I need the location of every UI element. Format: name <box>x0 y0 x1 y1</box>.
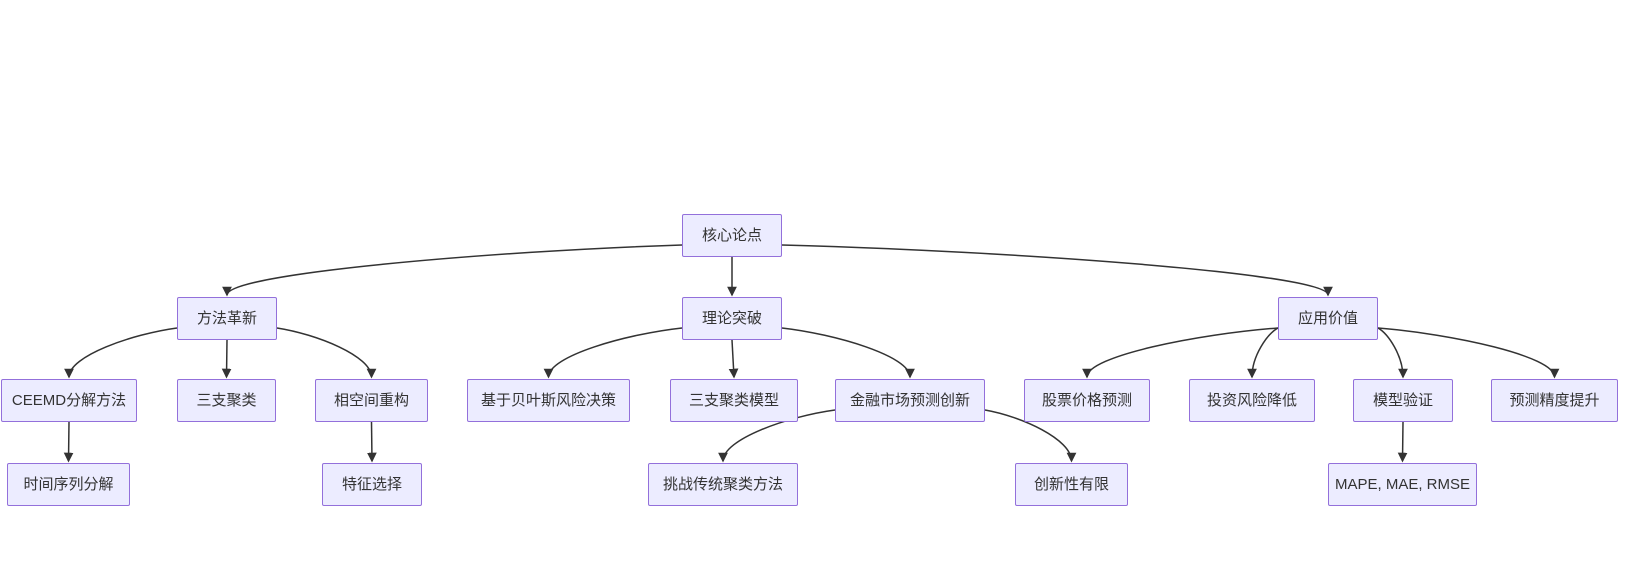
node-method-innovation: 方法革新 <box>177 297 277 340</box>
node-label: 方法革新 <box>196 309 257 327</box>
node-label: 投资风险降低 <box>1206 391 1297 409</box>
node-label: 金融市场预测创新 <box>849 391 970 409</box>
node-label: 模型验证 <box>1372 391 1433 409</box>
edge-theory-breakthrough--bayesian-risk-decision <box>543 327 683 379</box>
edge-theory-breakthrough--three-way-clustering-model <box>728 339 739 379</box>
edge-application-value--model-validation <box>1377 327 1408 379</box>
node-application-value: 应用价值 <box>1278 297 1378 340</box>
node-feature-selection: 特征选择 <box>322 463 422 506</box>
edge-method-innovation--three-way-clustering <box>221 339 232 379</box>
edge-ceemd-decomposition--time-series-decomposition <box>63 421 74 463</box>
edge-phase-space-reconstruction--feature-selection <box>367 421 377 463</box>
node-label: 基于贝叶斯风险决策 <box>480 391 616 409</box>
node-ceemd-decomposition: CEEMD分解方法 <box>1 379 137 422</box>
node-evaluation-metrics: MAPE, MAE, RMSE <box>1328 463 1477 506</box>
edge-theory-breakthrough--financial-market-forecast-innovation <box>781 327 915 379</box>
node-theory-breakthrough: 理论突破 <box>682 297 782 340</box>
node-label: 预测精度提升 <box>1509 391 1600 409</box>
node-forecast-accuracy-improvement: 预测精度提升 <box>1491 379 1618 422</box>
node-financial-market-forecast-innovation: 金融市场预测创新 <box>835 379 985 422</box>
node-label: 特征选择 <box>341 475 402 493</box>
node-label: CEEMD分解方法 <box>11 391 127 409</box>
node-phase-space-reconstruction: 相空间重构 <box>315 379 428 422</box>
node-label: 创新性有限 <box>1033 475 1109 493</box>
edge-method-innovation--phase-space-reconstruction <box>276 327 377 379</box>
edge-application-value--forecast-accuracy-improvement <box>1377 327 1560 379</box>
node-label: 三支聚类模型 <box>688 391 779 409</box>
node-challenge-traditional-clustering: 挑战传统聚类方法 <box>648 463 798 506</box>
node-label: MAPE, MAE, RMSE <box>1334 475 1471 493</box>
node-label: 股票价格预测 <box>1041 391 1132 409</box>
node-label: 时间序列分解 <box>23 475 114 493</box>
node-three-way-clustering-model: 三支聚类模型 <box>670 379 798 422</box>
node-core-thesis: 核心论点 <box>682 214 782 257</box>
node-label: 挑战传统聚类方法 <box>662 475 783 493</box>
node-investment-risk-reduction: 投资风险降低 <box>1189 379 1315 422</box>
node-label: 核心论点 <box>701 226 762 244</box>
edge-core-thesis--application-value <box>781 244 1333 297</box>
edge-core-thesis--method-innovation <box>222 244 683 297</box>
node-stock-price-prediction: 股票价格预测 <box>1024 379 1150 422</box>
edge-application-value--stock-price-prediction <box>1082 327 1279 379</box>
node-time-series-decomposition: 时间序列分解 <box>7 463 130 506</box>
node-label: 相空间重构 <box>333 391 409 409</box>
node-limited-innovation: 创新性有限 <box>1015 463 1128 506</box>
node-three-way-clustering: 三支聚类 <box>177 379 276 422</box>
edge-model-validation--evaluation-metrics <box>1397 421 1408 463</box>
node-label: 三支聚类 <box>196 391 257 409</box>
node-model-validation: 模型验证 <box>1353 379 1453 422</box>
node-label: 理论突破 <box>701 309 762 327</box>
edge-method-innovation--ceemd-decomposition <box>64 327 178 379</box>
node-bayesian-risk-decision: 基于贝叶斯风险决策 <box>467 379 630 422</box>
edge-application-value--investment-risk-reduction <box>1247 327 1279 379</box>
node-label: 应用价值 <box>1297 309 1358 327</box>
